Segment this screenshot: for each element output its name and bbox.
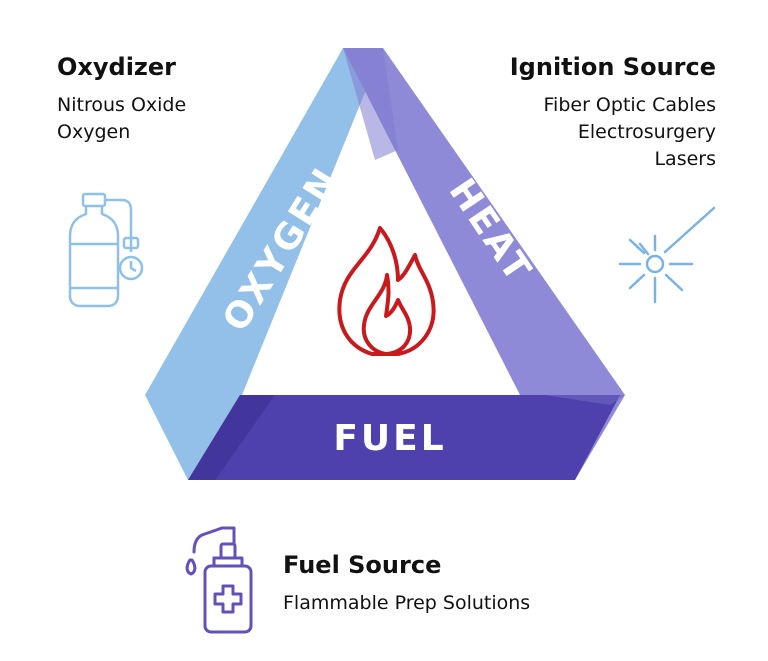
oxygen-tank-icon: [68, 192, 144, 308]
ignition-block: Ignition Source Fiber Optic Cables Elect…: [510, 52, 716, 173]
top-fold-shadow: [343, 48, 398, 160]
spray-bottle-icon: [185, 526, 253, 634]
oxidizer-block: Oxydizer Nitrous Oxide Oxygen: [57, 52, 186, 146]
ignition-item: Lasers: [654, 148, 716, 170]
ignition-item: Electrosurgery: [577, 121, 716, 143]
ignition-title: Ignition Source: [509, 53, 716, 81]
oxidizer-item: Oxygen: [57, 121, 131, 143]
flame-icon: [337, 226, 436, 356]
oxygen-band: [145, 48, 383, 480]
inner-triangle: [243, 160, 519, 393]
right-fold-shadow: [520, 395, 625, 405]
oxidizer-item: Nitrous Oxide: [57, 94, 187, 116]
laser-burst-icon: [618, 206, 716, 304]
fuel-item: Flammable Prep Solutions: [283, 592, 531, 614]
fuel-title: Fuel Source: [283, 551, 442, 579]
ignition-item: Fiber Optic Cables: [543, 94, 717, 116]
fuel-label: FUEL: [333, 418, 446, 459]
fuel-block: Fuel Source Flammable Prep Solutions: [283, 550, 530, 617]
oxidizer-title: Oxydizer: [57, 53, 177, 81]
heat-band: [343, 48, 625, 480]
fuel-band: [188, 395, 620, 480]
left-fold-shadow: [188, 395, 275, 480]
